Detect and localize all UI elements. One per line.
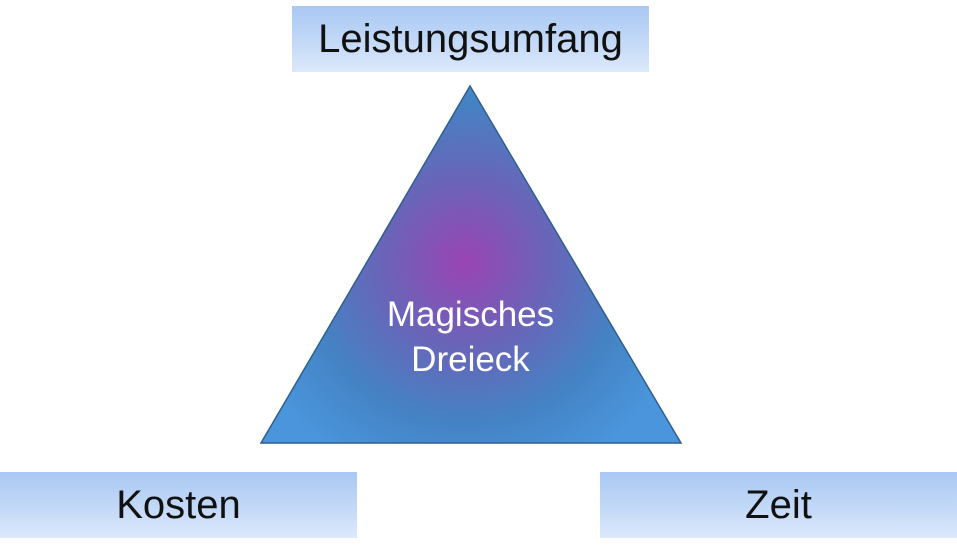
label-box-cost: Kosten [0,472,357,538]
label-box-time: Zeit [600,472,957,538]
label-box-scope: Leistungsumfang [292,6,649,72]
triangle-polygon [259,84,683,444]
label-scope-text: Leistungsumfang [318,17,623,61]
center-label-line1: Magisches [386,295,555,334]
label-time-text: Zeit [745,483,812,527]
label-cost-text: Kosten [116,483,241,527]
center-label-line2: Dreieck [411,340,530,379]
center-label: Magisches Dreieck [330,292,611,382]
